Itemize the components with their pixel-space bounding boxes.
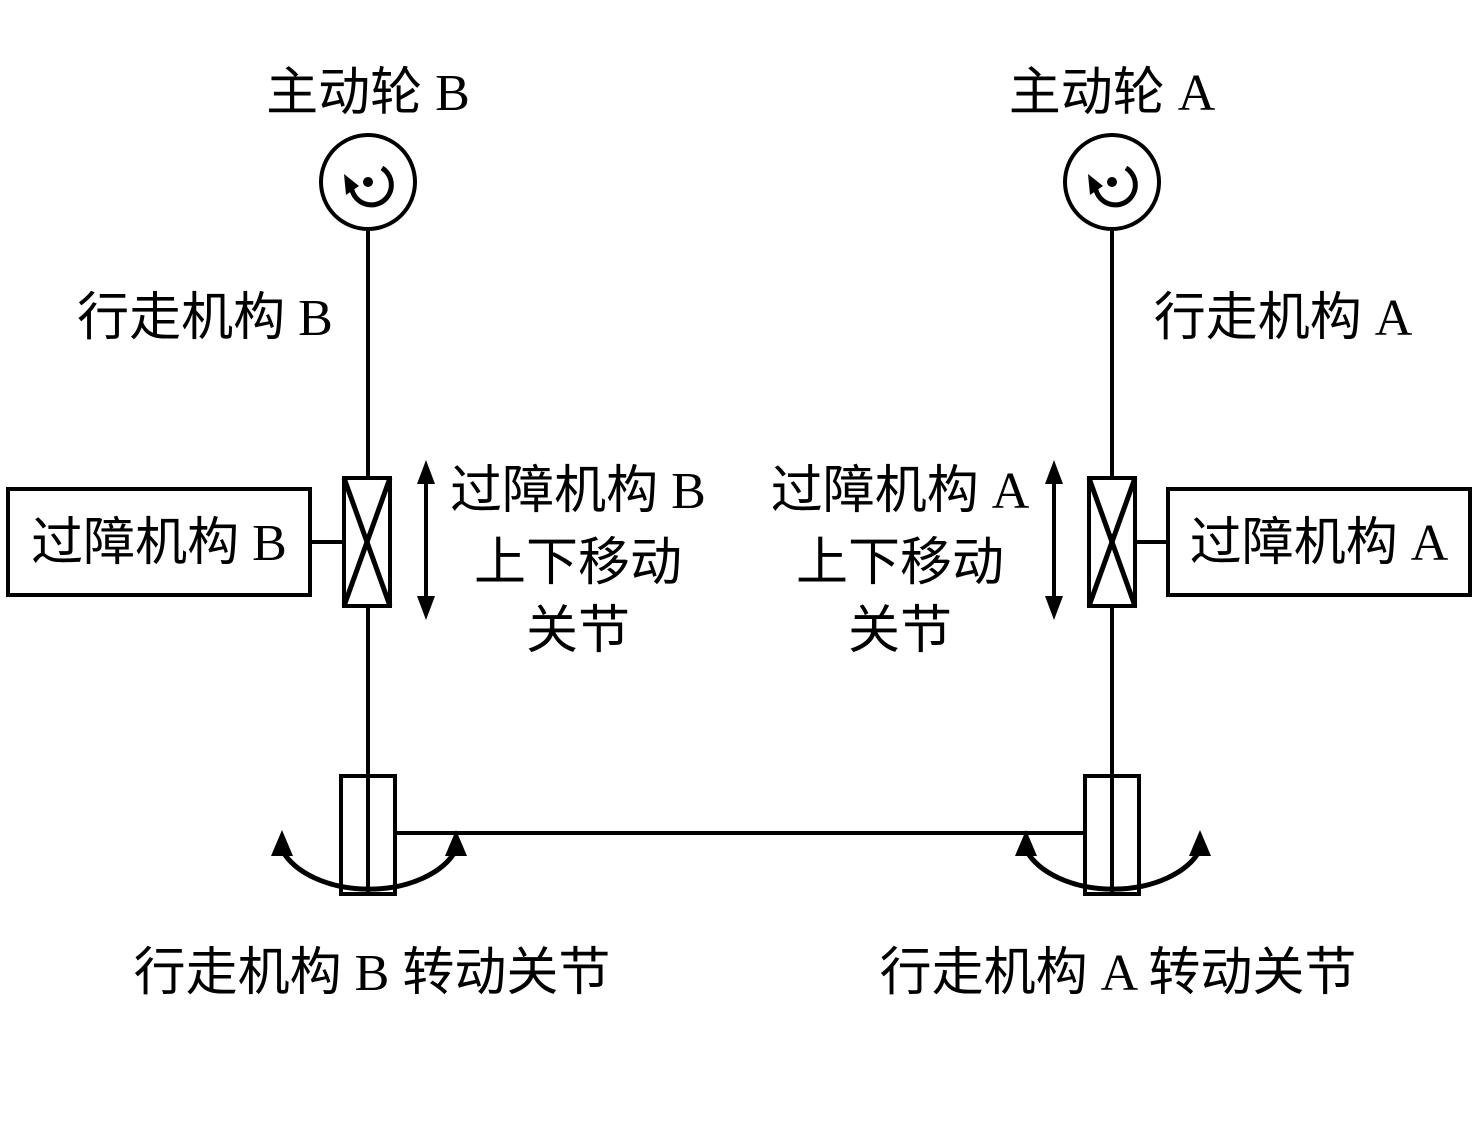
drive-wheel-a-label: 主动轮 A — [1009, 65, 1216, 122]
prismatic-joint-a-symbol — [1086, 476, 1138, 608]
revolute-joint-a-symbol — [1083, 774, 1141, 896]
drive-wheel-b-label: 主动轮 B — [266, 65, 470, 122]
drive-wheel-b-symbol — [319, 133, 417, 231]
obstacle-mechanism-b-label: 过障机构 B — [31, 515, 287, 572]
rotation-arrow-b-icon — [271, 830, 467, 892]
svg-text:关节: 关节 — [848, 603, 952, 660]
obstacle-mechanism-a-label: 过障机构 A — [1190, 515, 1449, 572]
svg-text:过障机构 A: 过障机构 A — [771, 463, 1030, 520]
walking-mechanism-a-label: 行走机构 A — [1154, 290, 1413, 347]
walking-mechanism-b-label: 行走机构 B — [77, 290, 333, 347]
prismatic-joint-b-symbol — [341, 476, 393, 608]
rotation-icon — [344, 165, 394, 208]
svg-text:过障机构 B: 过障机构 B — [450, 463, 706, 520]
updown-joint-b-label: 过障机构 B 上下移动 关节 — [450, 463, 706, 660]
revolute-joint-b-symbol — [339, 774, 397, 896]
rotation-icon — [1088, 165, 1138, 208]
updown-arrow-a-icon — [1045, 460, 1063, 620]
svg-text:上下移动: 上下移动 — [796, 535, 1004, 592]
rotate-joint-a-label: 行走机构 A 转动关节 — [880, 945, 1357, 1002]
obstacle-mechanism-b-box: 过障机构 B — [6, 487, 312, 597]
updown-joint-a-label: 过障机构 A 上下移动 关节 — [771, 463, 1030, 660]
rotation-arrow-a-icon — [1015, 830, 1211, 892]
updown-arrow-b-icon — [417, 460, 435, 620]
rotate-joint-b-label: 行走机构 B 转动关节 — [134, 945, 611, 1002]
drive-wheel-a-symbol — [1063, 133, 1161, 231]
svg-text:上下移动: 上下移动 — [474, 535, 682, 592]
svg-text:关节: 关节 — [526, 603, 630, 660]
obstacle-mechanism-a-box: 过障机构 A — [1166, 487, 1472, 597]
